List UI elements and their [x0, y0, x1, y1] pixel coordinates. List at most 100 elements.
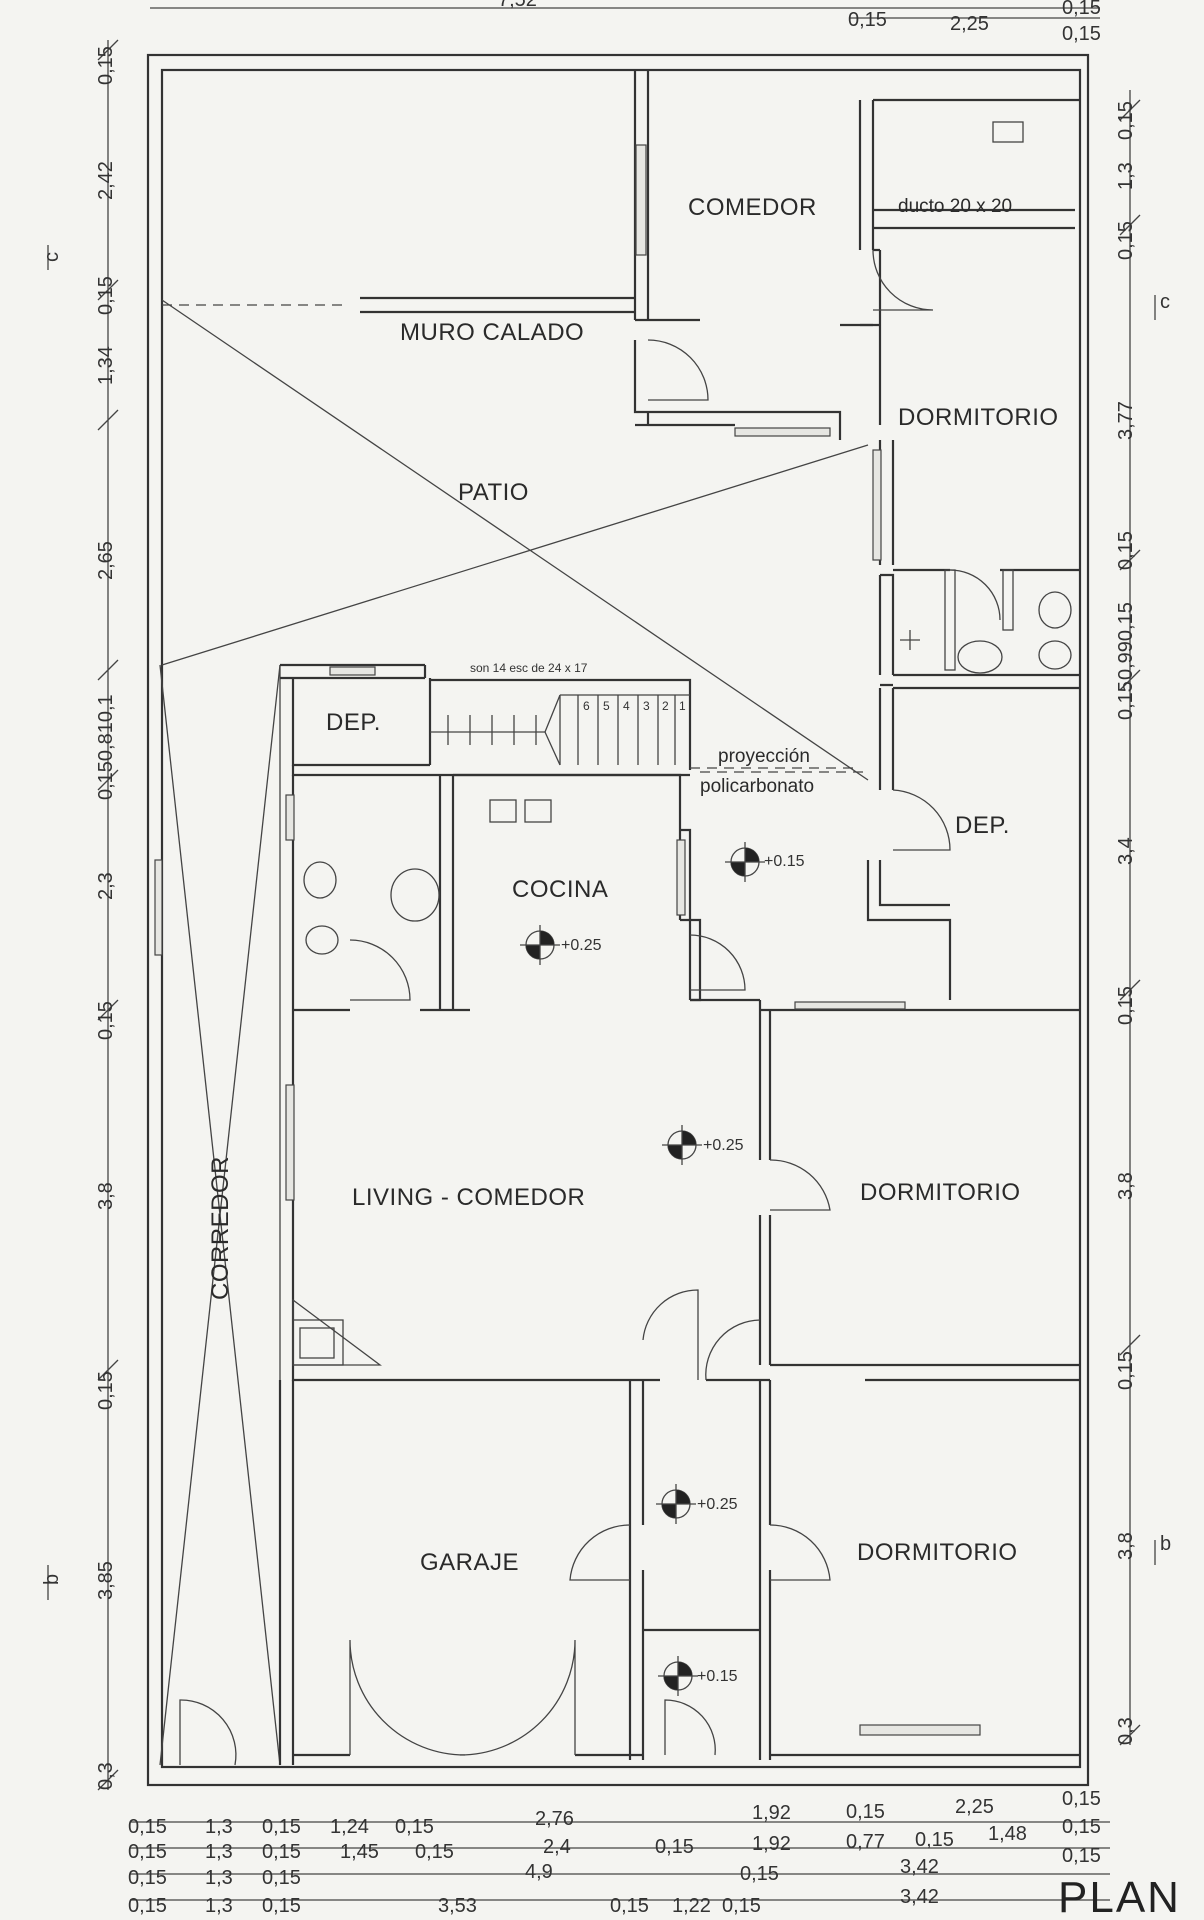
dim-bottom-r1-7: 1,92: [752, 1802, 791, 1824]
dim-right-10: 3,8: [1115, 1172, 1137, 1200]
dim-left-7: 2,3: [95, 872, 117, 900]
right-dimensions: 0,15 1,3 0,15 3,77 0,15 0,990,15 0,15 3,…: [1115, 101, 1137, 1745]
dim-bottom-r2-9: 0,77: [846, 1831, 885, 1853]
dim-bottom-r2-8: 1,92: [752, 1833, 791, 1855]
muro-calado-label: MURO CALADO: [400, 319, 584, 346]
level-markers: [520, 842, 765, 1696]
room-label-cocina: COCINA: [512, 876, 608, 903]
room-label-living: LIVING - COMEDOR: [352, 1184, 585, 1211]
dim-bottom-r1-2: 1,3: [205, 1816, 233, 1838]
dim-left-5: 2,65: [95, 541, 117, 580]
room-label-comedor: COMEDOR: [688, 194, 817, 221]
fixtures: [303, 591, 1072, 955]
dim-left-12: 0,3: [95, 1762, 117, 1790]
dim-bottom-r2-2: 1,3: [205, 1841, 233, 1863]
dim-left-3: 0,15: [95, 276, 117, 315]
dim-bottom-r4-2: 1,3: [205, 1895, 233, 1917]
dim-bottom-r3-4: 4,9: [525, 1861, 553, 1883]
stair-step-numbers: 6 5 4 3 2 1: [583, 699, 686, 713]
dim-top-b: 2,25: [950, 13, 989, 35]
dim-bottom-r4-1: 0,15: [128, 1895, 167, 1917]
level-label-hall: +0.15: [764, 853, 805, 870]
room-label-garaje: GARAJE: [420, 1549, 519, 1576]
dim-left-8: 0,15: [95, 1001, 117, 1040]
dim-bottom-r2-11: 1,48: [988, 1823, 1027, 1845]
dim-bottom-r1-8: 0,15: [846, 1801, 885, 1823]
dim-bottom-r3-5: 0,15: [740, 1863, 779, 1885]
dim-bottom-r4-3: 0,15: [262, 1895, 301, 1917]
level-marker-living: [662, 1125, 702, 1165]
plan-title: PLAN: [1058, 1873, 1181, 1920]
dim-bottom-r1-3: 0,15: [262, 1816, 301, 1838]
dim-right-1: 0,15: [1115, 101, 1137, 140]
level-marker-cocina: [520, 925, 560, 965]
level-label-garaje-hall: +0.25: [697, 1496, 738, 1513]
dim-bottom-r1-4: 1,24: [330, 1816, 369, 1838]
level-marker-hall: [725, 842, 765, 882]
dim-bottom-r2-10: 0,15: [915, 1829, 954, 1851]
room-labels: COMEDOR ducto 20 x 20 MURO CALADO DORMIT…: [207, 194, 1058, 1576]
room-label-patio: PATIO: [458, 479, 529, 506]
dim-right-6: 0,990,15: [1115, 602, 1137, 680]
stair-step-1: 1: [679, 699, 686, 713]
dim-top-c: 0,15: [1062, 0, 1101, 19]
policarbonato-label: policarbonato: [700, 776, 814, 797]
dim-bottom-r3-1: 0,15: [128, 1867, 167, 1889]
dim-right-5: 0,15: [1115, 531, 1137, 570]
stair-note: son 14 esc de 24 x 17: [470, 661, 588, 675]
proyeccion-label: proyección: [718, 746, 810, 767]
room-label-dormitorio-bottom: DORMITORIO: [857, 1539, 1018, 1566]
ducto-label: ducto 20 x 20: [898, 196, 1012, 217]
dim-bottom-r2-5: 0,15: [415, 1841, 454, 1863]
dim-bottom-r2-6: 2,4: [543, 1836, 571, 1858]
stair-step-2: 2: [662, 699, 669, 713]
dim-bottom-r2-4: 1,45: [340, 1841, 379, 1863]
stair-step-6: 6: [583, 699, 590, 713]
dim-left-11: 3,85: [95, 1561, 117, 1600]
stair-step-4: 4: [623, 699, 630, 713]
dim-bottom-r1-5: 0,15: [395, 1816, 434, 1838]
patio-diagonals: [161, 299, 869, 781]
section-marks: c c b b: [41, 245, 1171, 1600]
section-mark-left-top: c: [41, 252, 63, 262]
dim-left-10: 0,15: [95, 1371, 117, 1410]
left-dimensions: 0,15 2,42 0,15 1,34 2,65 0,150,810,1 2,3…: [95, 46, 117, 1790]
room-label-dep-right: DEP.: [955, 812, 1010, 839]
section-mark-right-bottom: b: [1160, 1533, 1171, 1555]
dim-right-7: 0,15: [1115, 681, 1137, 720]
dim-bottom-r4-5: 0,15: [610, 1895, 649, 1917]
dim-bottom-r3-2: 1,3: [205, 1867, 233, 1889]
room-label-dormitorio-mid: DORMITORIO: [860, 1179, 1021, 1206]
dim-bottom-r3-3: 0,15: [262, 1867, 301, 1889]
interior-walls-bottom: [278, 1380, 1080, 1765]
dim-right-13: 0,3: [1115, 1717, 1137, 1745]
dim-bottom-r3-7: 0,15: [1062, 1845, 1101, 1867]
top-dimensions: 7,52 0,15 2,25 0,15 0,15: [498, 0, 1101, 45]
dim-left-6: 0,150,810,1: [95, 694, 117, 800]
room-label-corredor: CORREDOR: [207, 1156, 234, 1300]
dim-bottom-r4-4: 3,53: [438, 1895, 477, 1917]
level-label-entrance: +0.15: [697, 1668, 738, 1685]
level-label-cocina: +0.25: [561, 937, 602, 954]
dim-bottom-r1-6: 2,76: [535, 1808, 574, 1830]
dim-bottom-r4-6: 1,22: [672, 1895, 711, 1917]
level-marker-garaje-hall: [656, 1484, 696, 1524]
dim-bottom-r2-7: 0,15: [655, 1836, 694, 1858]
dim-bottom-r1-1: 0,15: [128, 1816, 167, 1838]
dim-bottom-r2-1: 0,15: [128, 1841, 167, 1863]
dim-right-3: 0,15: [1115, 221, 1137, 260]
dim-bottom-r2-12: 0,15: [1062, 1816, 1101, 1838]
stair-step-3: 3: [643, 699, 650, 713]
dim-left-9: 3,8: [95, 1182, 117, 1210]
doors: [179, 249, 1001, 1766]
dim-right-2: 1,3: [1115, 162, 1137, 190]
dim-bottom-r4-8: 3,42: [900, 1886, 939, 1908]
dim-right-9: 0,15: [1115, 986, 1137, 1025]
level-marker-entrance: [658, 1656, 698, 1696]
interior-walls-mid: [280, 663, 1080, 1382]
bottom-dimensions: 0,15 1,3 0,15 1,24 0,15 2,76 1,92 0,15 2…: [128, 1788, 1101, 1917]
dim-right-4: 3,77: [1115, 401, 1137, 440]
level-label-living: +0.25: [703, 1137, 744, 1154]
level-labels: +0.15 +0.25 +0.25 +0.25 +0.15: [561, 853, 805, 1685]
